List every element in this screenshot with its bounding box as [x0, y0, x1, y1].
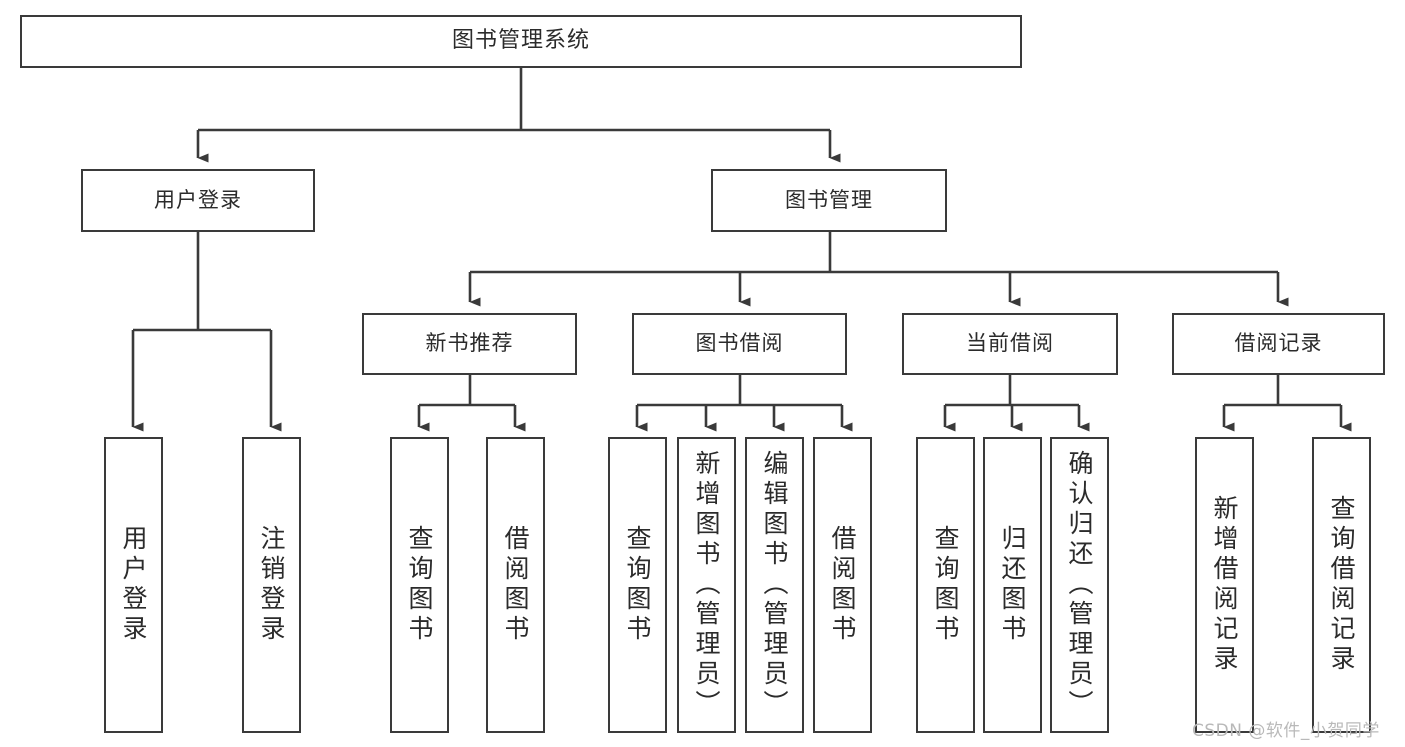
leaf-borrow-query-book[interactable]: 查询图书	[608, 437, 667, 733]
node-label: 图书借阅	[695, 331, 784, 356]
node-label: 新增借阅记录	[1210, 495, 1239, 675]
node-label: 借阅图书	[501, 525, 530, 645]
node-label: 当前借阅	[966, 331, 1054, 356]
node-root-system[interactable]: 图书管理系统	[20, 15, 1022, 68]
node-label: 编辑图书（管理员）	[760, 450, 789, 720]
leaf-borrow-edit-book-admin[interactable]: 编辑图书（管理员）	[745, 437, 804, 733]
leaf-current-confirm-return-admin[interactable]: 确认归还（管理员）	[1050, 437, 1109, 733]
node-label: 确认归还（管理员）	[1065, 450, 1094, 720]
leaf-user-login-logout[interactable]: 注销登录	[242, 437, 301, 733]
leaf-recommend-query-book[interactable]: 查询图书	[390, 437, 449, 733]
leaf-records-add-record[interactable]: 新增借阅记录	[1195, 437, 1254, 733]
node-label: 查询图书	[405, 525, 434, 645]
leaf-user-login-login[interactable]: 用户登录	[104, 437, 163, 733]
node-label: 用户登录	[154, 187, 242, 212]
node-label: 新书推荐	[425, 331, 514, 356]
node-label: 归还图书	[998, 525, 1027, 645]
node-current-borrow[interactable]: 当前借阅	[902, 313, 1118, 375]
leaf-records-query-record[interactable]: 查询借阅记录	[1312, 437, 1371, 733]
node-user-login[interactable]: 用户登录	[81, 169, 315, 232]
node-label: 用户登录	[119, 525, 148, 645]
leaf-current-query-book[interactable]: 查询图书	[916, 437, 975, 733]
leaf-current-return-book[interactable]: 归还图书	[983, 437, 1042, 733]
node-label: 图书管理	[785, 187, 873, 212]
leaf-recommend-borrow-book[interactable]: 借阅图书	[486, 437, 545, 733]
node-label: 查询图书	[623, 525, 652, 645]
node-label: 查询借阅记录	[1327, 495, 1356, 675]
node-label: 新增图书（管理员）	[692, 450, 721, 720]
leaf-borrow-borrow-book[interactable]: 借阅图书	[813, 437, 872, 733]
node-label: 借阅记录	[1234, 331, 1323, 356]
node-label: 查询图书	[931, 525, 960, 645]
node-label: 注销登录	[257, 525, 286, 645]
node-borrow-records[interactable]: 借阅记录	[1172, 313, 1385, 375]
node-new-book-recommend[interactable]: 新书推荐	[362, 313, 577, 375]
node-book-borrow[interactable]: 图书借阅	[632, 313, 847, 375]
leaf-borrow-add-book-admin[interactable]: 新增图书（管理员）	[677, 437, 736, 733]
node-book-management[interactable]: 图书管理	[711, 169, 947, 232]
node-label: 图书管理系统	[451, 28, 590, 54]
watermark: CSDN @软件_小贺同学	[1192, 721, 1380, 741]
node-label: 借阅图书	[828, 525, 857, 645]
